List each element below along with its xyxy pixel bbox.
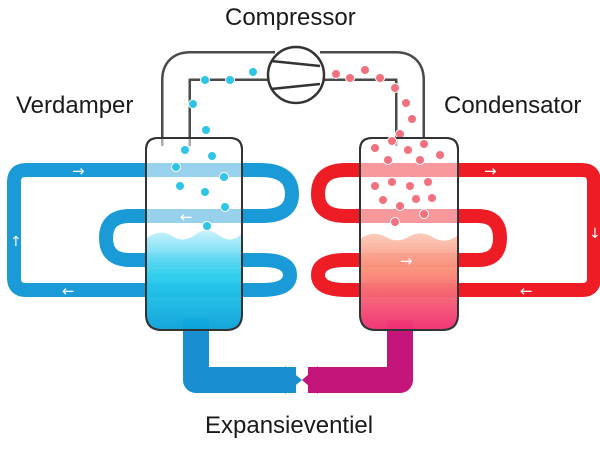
condenser-coil bbox=[310, 163, 508, 297]
evaporator-arrow-bottom: ← bbox=[62, 282, 75, 300]
evaporator-label: Verdamper bbox=[16, 92, 134, 119]
condenser-outer-loop bbox=[440, 163, 600, 297]
condenser-arrow-bottom: ← bbox=[520, 282, 533, 300]
hot-supply-pipe bbox=[308, 320, 413, 393]
compressor-symbol bbox=[266, 45, 326, 105]
evaporator-arrow-coil: ← bbox=[180, 208, 193, 226]
evaporator-outer-loop bbox=[7, 163, 160, 297]
evaporator-vessel bbox=[145, 137, 243, 331]
cold-vapor-dots-tube bbox=[188, 67, 258, 135]
expansion-valve-label: Expansieventiel bbox=[205, 412, 374, 439]
evaporator-arrow-top: → bbox=[72, 162, 85, 180]
cold-vapor-dots-vessel bbox=[171, 145, 230, 231]
expansion-valve-symbol bbox=[285, 366, 318, 394]
hot-vapor-dots-vessel bbox=[370, 136, 445, 227]
condenser-label: Condensator bbox=[444, 92, 582, 119]
compressor-label: Compressor bbox=[225, 4, 356, 31]
hot-vapor-dots-tube bbox=[331, 65, 417, 139]
condenser-arrow-coil: → bbox=[400, 252, 413, 270]
evaporator-coil bbox=[98, 163, 300, 297]
condenser-arrow-top: → bbox=[484, 162, 497, 180]
condenser-vessel bbox=[359, 137, 459, 331]
condenser-arrow-side: ↓ bbox=[589, 226, 600, 242]
cold-return-pipe bbox=[183, 318, 296, 393]
evaporator-arrow-side: ↑ bbox=[10, 234, 22, 250]
